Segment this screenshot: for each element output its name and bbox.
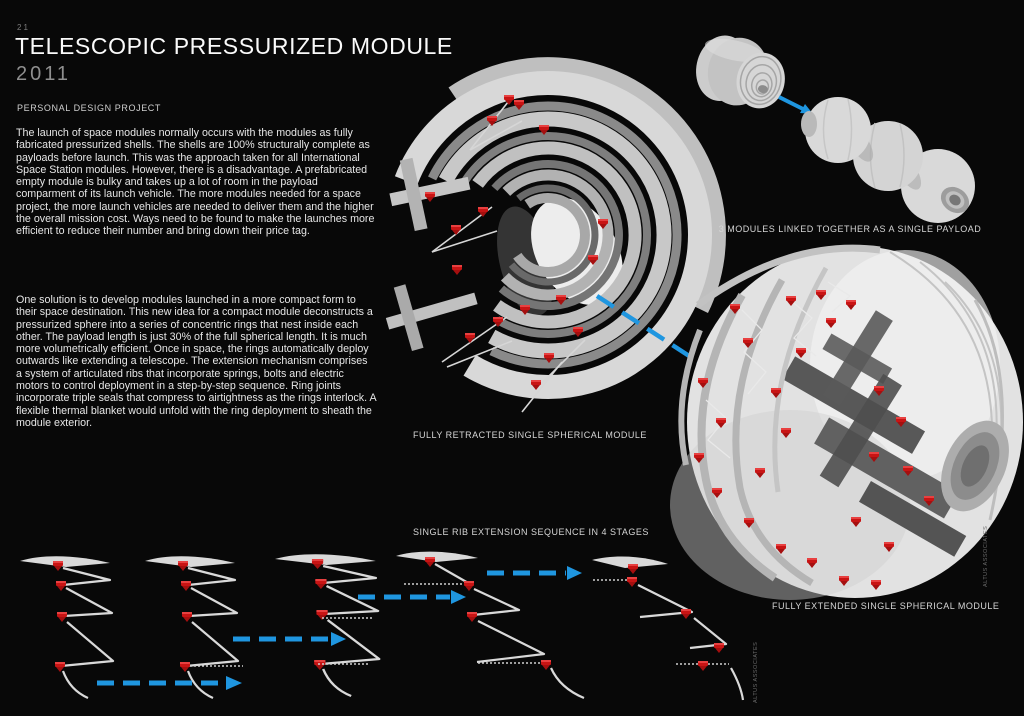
extended-figure-caption: FULLY EXTENDED SINGLE SPHERICAL MODULE [772, 601, 1000, 611]
retracted-figure-caption: FULLY RETRACTED SINGLE SPHERICAL MODULE [413, 430, 647, 440]
extended-module-figure [670, 244, 1023, 600]
payload-figure-caption: 3 MODULES LINKED TOGETHER AS A SINGLE PA… [718, 224, 982, 234]
project-year: 2011 [16, 63, 72, 85]
page-title: TELESCOPIC PRESSURIZED MODULE [15, 33, 453, 59]
rib-stage-1 [20, 556, 113, 698]
sequence-figure-caption: SINGLE RIB EXTENSION SEQUENCE IN 4 STAGE… [413, 527, 649, 537]
studio-watermark-bottom: ALTUS ASSOCIATES [753, 641, 759, 703]
rib-sequence-figure [20, 551, 745, 701]
project-type-label: PERSONAL DESIGN PROJECT [17, 103, 161, 113]
page-number: 21 [17, 23, 30, 32]
solution-paragraph: One solution is to develop modules launc… [16, 294, 376, 429]
payload-modules-figure [696, 35, 975, 223]
studio-watermark-right: ALTUS ASSOCIATES [983, 525, 989, 587]
sequence-arrows [97, 570, 566, 686]
rib-stage-5 [592, 556, 745, 701]
rib-stage-2 [145, 556, 238, 698]
rib-stage-4 [396, 551, 585, 700]
retracted-module-figure [385, 57, 726, 413]
rib-stage-3 [275, 554, 379, 696]
intro-paragraph: The launch of space modules normally occ… [16, 127, 375, 238]
